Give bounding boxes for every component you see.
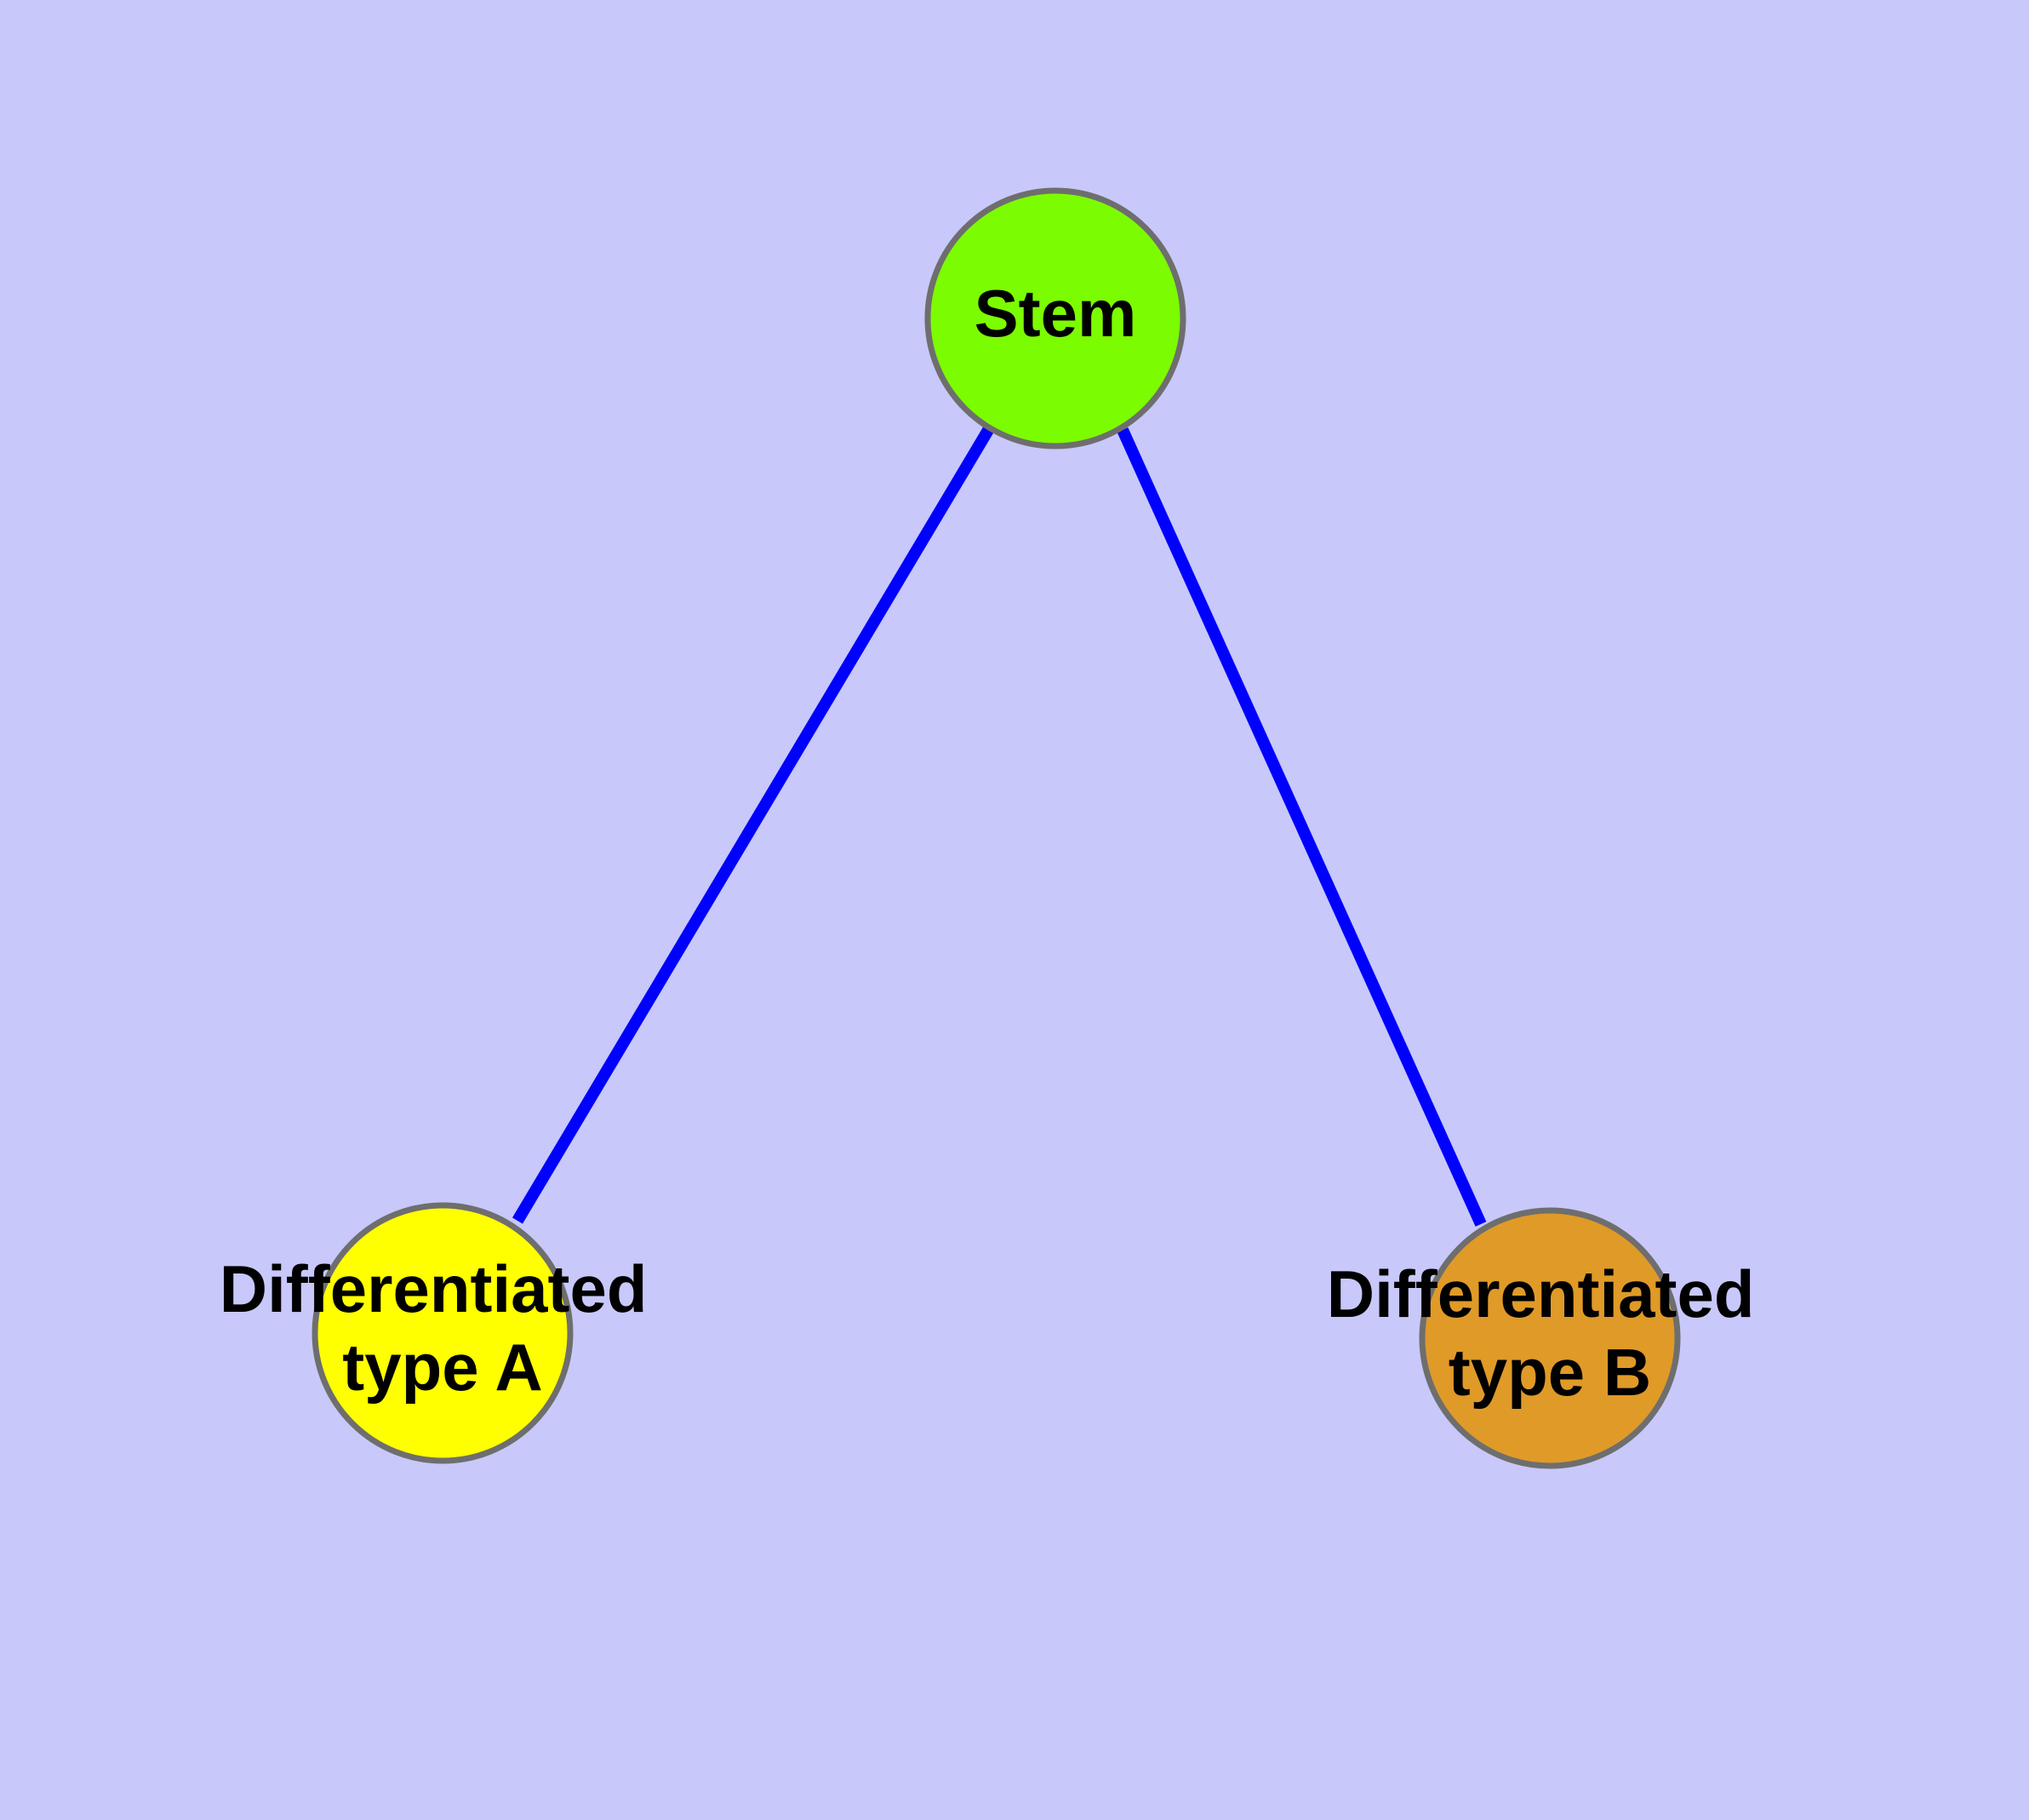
node-differentiated-type-b[interactable]: Differentiated type B: [1327, 1207, 1773, 1469]
node-differentiated-type-a[interactable]: Differentiated type A: [220, 1202, 666, 1464]
node-differentiated-type-b-circle[interactable]: [1419, 1207, 1681, 1469]
node-stem-label-line-1: Stem: [974, 276, 1137, 351]
node-differentiated-type-b-label-line-2: type B: [1449, 1335, 1651, 1410]
edges-layer: [512, 424, 1487, 1227]
node-differentiated-type-a-label-line-2: type A: [342, 1330, 543, 1405]
node-differentiated-type-a-label: Differentiated type A: [220, 1251, 666, 1405]
node-stem-label: Stem: [974, 276, 1137, 351]
node-differentiated-type-b-label-line-1: Differentiated: [1327, 1256, 1755, 1331]
node-differentiated-type-b-label: Differentiated type B: [1327, 1256, 1773, 1410]
node-differentiated-type-a-circle[interactable]: [311, 1202, 574, 1464]
edge-stem-to-differentiated-type-b[interactable]: [1117, 427, 1487, 1227]
node-stem-circle[interactable]: [924, 187, 1186, 449]
edge-stem-to-differentiated-type-a[interactable]: [512, 424, 996, 1224]
node-differentiated-type-a-label-line-1: Differentiated: [220, 1251, 648, 1326]
nodes-layer: Stem Differentiated type A Differentiate…: [220, 187, 1773, 1469]
node-stem[interactable]: Stem: [924, 187, 1186, 449]
